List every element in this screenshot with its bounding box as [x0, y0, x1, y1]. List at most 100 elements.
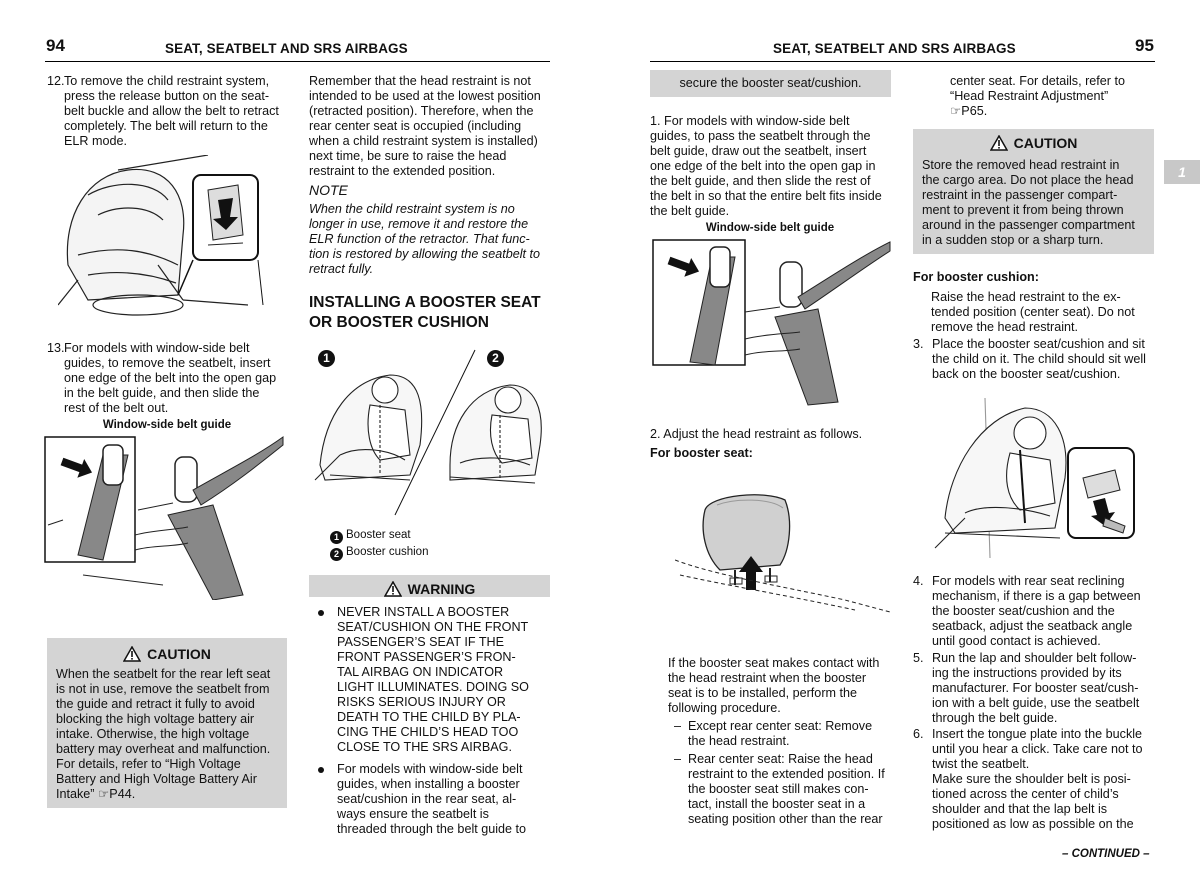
warning-title: WARNING — [407, 580, 476, 597]
warning-triangle-icon — [989, 135, 1008, 151]
step-6: 6. Insert the tongue plate into the buck… — [913, 727, 1158, 832]
right-caution-text: Store the removed head restraint in the … — [913, 151, 1154, 248]
step-12: 12. To remove the child restraint system… — [47, 74, 292, 149]
caution-line: around in the passenger compartment — [922, 218, 1135, 232]
left-header-rule — [45, 61, 550, 62]
bullet-dot — [318, 767, 324, 773]
warning-box: WARNING NEVER INSTALL A BOOSTER SEAT/CUS… — [309, 575, 550, 836]
step-6-text: Insert the tongue plate into the buckle … — [932, 727, 1158, 832]
step-5-line: Run the lap and shoulder belt follow- — [932, 651, 1137, 665]
warning-line: ways ensure the seatbelt is — [337, 807, 489, 821]
warning-bullet-1: NEVER INSTALL A BOOSTER SEAT/CUSHION ON … — [318, 605, 548, 755]
right-figure-caption: Window-side belt guide — [705, 222, 835, 234]
step-6-number: 6. — [913, 727, 924, 741]
contact-line: following procedure. — [668, 701, 781, 715]
caution-line: Intake” ☞P44. — [56, 787, 136, 801]
caution-line: When the seatbelt for the rear left seat — [56, 667, 271, 681]
step-12-text: To remove the child restraint system, pr… — [64, 74, 292, 149]
caution-line: Store the removed head restraint in — [922, 158, 1120, 172]
dash-item-1: – Except rear center seat: Remove the he… — [674, 719, 899, 749]
caution-line: Battery and High Voltage Battery Air — [56, 772, 257, 786]
dash-line: seating position other than the rear — [688, 812, 883, 826]
legend-badge-1: 1 — [330, 531, 343, 544]
dash-line: the head restraint. — [688, 734, 790, 748]
warning-triangle-icon — [123, 646, 142, 662]
warning-line: LIGHT ILLUMINATES. DOING SO — [337, 680, 529, 694]
step-5: 5. Run the lap and shoulder belt follow-… — [913, 651, 1158, 726]
step-5-line: ion with a belt guide, use the seatbelt — [932, 696, 1140, 710]
dash-item-2-text: Rear center seat: Raise the head restrai… — [688, 752, 899, 827]
cushion-line: tended position (center seat). Do not — [931, 305, 1135, 319]
caution-line: restraint in the passenger compart- — [922, 188, 1118, 202]
warning-bullet-2: For models with window-side belt guides,… — [318, 762, 548, 837]
left-caution-header: CAUTION — [47, 646, 287, 662]
dash-line: restraint to the extended position. If — [688, 767, 885, 781]
contact-line: seat is to be installed, perform the — [668, 686, 858, 700]
section-heading: INSTALLING A BOOSTER SEAT OR BOOSTER CUS… — [309, 293, 559, 333]
dash-line: tact, install the booster seat in a — [688, 797, 866, 811]
warning-line: SEAT/CUSHION ON THE FRONT — [337, 620, 529, 634]
step-1-line: belt guide, draw out the seatbelt, inser… — [650, 144, 867, 158]
step-4-line: the booster seat/cushion and the — [932, 604, 1115, 618]
warning-header: WARNING — [309, 581, 550, 597]
figure-badge-2: 2 — [487, 350, 504, 367]
warning-line: CING THE CHILD’S HEAD TOO — [337, 725, 519, 739]
para-line: (retracted position). Therefore, when th… — [309, 104, 534, 118]
contact-paragraph: If the booster seat makes contact with t… — [668, 656, 898, 716]
cushion-line: remove the head restraint. — [931, 320, 1079, 334]
note-line: When the child restraint system is no — [309, 202, 515, 216]
step-1-line: the belt guide, and then slide the rest … — [650, 174, 871, 188]
left-header-title: SEAT, SEATBELT AND SRS AIRBAGS — [165, 41, 408, 56]
note-line: longer in use, remove it and restore the — [309, 217, 529, 231]
step-5-text: Run the lap and shoulder belt follow- in… — [932, 651, 1158, 726]
step-12-line: ELR mode. — [64, 134, 127, 148]
warning-triangle-icon — [383, 581, 402, 597]
step-13-line: one edge of the belt into the open gap — [64, 371, 277, 385]
step-13: 13. For models with window-side belt gui… — [47, 341, 292, 416]
belt-guide-removal-illustration — [44, 436, 284, 600]
child-on-booster-illustration — [934, 398, 1135, 559]
section-heading-line: OR BOOSTER CUSHION — [309, 314, 489, 331]
warning-line: DEATH TO THE CHILD BY PLA- — [337, 710, 521, 724]
step-12-line: To remove the child restraint system, — [64, 74, 270, 88]
head-restraint-paragraph: Remember that the head restraint is not … — [309, 74, 554, 179]
figure-badge-1: 1 — [318, 350, 335, 367]
step-13-text: For models with window-side belt guides,… — [64, 341, 292, 416]
warning-line: FRONT PASSENGER’S FRON- — [337, 650, 516, 664]
step-4-line: mechanism, if there is a gap between — [932, 589, 1141, 603]
dash-line: Rear center seat: Raise the head — [688, 752, 873, 766]
step-13-line: in the belt guide, and then slide the — [64, 386, 260, 400]
left-figure-caption: Window-side belt guide — [102, 419, 232, 431]
dash-item-1-text: Except rear center seat: Remove the head… — [688, 719, 899, 749]
left-caution-text: When the seatbelt for the rear left seat… — [47, 662, 287, 802]
step-4-number: 4. — [913, 574, 924, 588]
caution-line: ment to prevent it from being thrown — [922, 203, 1124, 217]
warning-line: guides, when installing a booster — [337, 777, 520, 791]
para-line: next time, be sure to raise the head — [309, 149, 507, 163]
cushion-paragraph: Raise the head restraint to the ex- tend… — [931, 290, 1156, 335]
dash-line: Except rear center seat: Remove — [688, 719, 873, 733]
step-12-line: press the release button on the seat- — [64, 89, 270, 103]
cont-line: ☞P65. — [950, 104, 988, 118]
para-line: Remember that the head restraint is not — [309, 74, 531, 88]
step-3-line: back on the booster seat/cushion. — [932, 367, 1121, 381]
warning-line: PASSENGER’S SEAT IF THE — [337, 635, 505, 649]
para-line: restraint to the extended position. — [309, 164, 496, 178]
warning-line: NEVER INSTALL A BOOSTER — [337, 605, 510, 619]
right-page-number: 95 — [1135, 36, 1154, 55]
step-4-line: until good contact is achieved. — [932, 634, 1101, 648]
warning-line: seat/cushion in the rear seat, al- — [337, 792, 517, 806]
step-13-number: 13. — [47, 341, 65, 355]
step-13-line: rest of the belt out. — [64, 401, 169, 415]
cont-line: “Head Restraint Adjustment” — [950, 89, 1109, 103]
left-page-number: 94 — [46, 36, 65, 55]
chapter-tab[interactable]: 1 — [1164, 160, 1200, 184]
warning-bullet-1-text: NEVER INSTALL A BOOSTER SEAT/CUSHION ON … — [337, 605, 548, 755]
warning-line: For models with window-side belt — [337, 762, 523, 776]
step-13-line: guides, to remove the seatbelt, insert — [64, 356, 271, 370]
left-caution-title: CAUTION — [147, 645, 211, 662]
warning-body: NEVER INSTALL A BOOSTER SEAT/CUSHION ON … — [309, 597, 550, 836]
continued-marker: – CONTINUED – — [1062, 848, 1150, 860]
right-caution-title: CAUTION — [1013, 134, 1078, 151]
